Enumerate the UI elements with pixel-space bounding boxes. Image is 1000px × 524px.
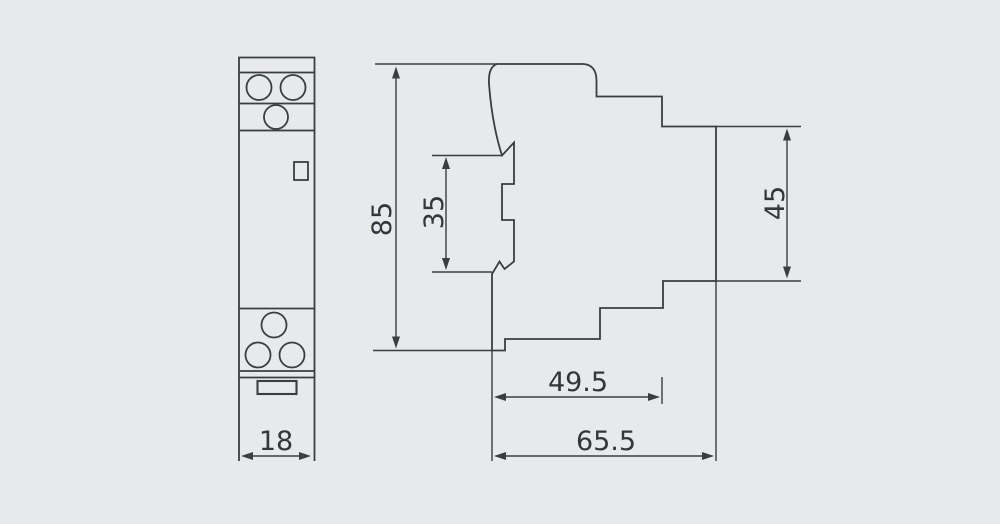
side-view-dimensions: 85 35 45 49.5 (367, 63, 801, 461)
side-recess-height-label: 35 (419, 195, 450, 229)
arrowhead-right (648, 393, 660, 401)
arrowhead-down (442, 258, 450, 270)
arrowhead-right (299, 452, 311, 460)
side-profile-outline (488, 63, 717, 352)
arrowhead-left (494, 393, 506, 401)
side-rear-height-label: 45 (760, 186, 791, 220)
side-depth-to-step-label: 49.5 (548, 367, 608, 398)
side-recess-height-dimension: 35 (419, 154, 501, 273)
side-overall-height-dimension: 85 (367, 63, 497, 352)
arrowhead-up (783, 128, 791, 141)
terminal-screw-top-center (263, 104, 289, 130)
side-depth-to-step-dimension: 49.5 (491, 350, 663, 461)
arrowhead-down (783, 266, 791, 279)
side-overall-depth-label: 65.5 (576, 426, 636, 457)
terminal-screw-bottom-right (278, 341, 306, 369)
terminal-screw-top-right (279, 74, 307, 101)
indicator-window (293, 161, 309, 181)
side-rear-height-dimension: 45 (716, 125, 801, 282)
terminal-screw-top-left (245, 74, 273, 101)
arrowhead-down (392, 336, 400, 349)
side-view (488, 63, 717, 352)
arrowhead-up (392, 66, 400, 79)
arrowhead-left (494, 452, 506, 460)
arrowhead-left (241, 452, 253, 460)
front-width-label: 18 (259, 426, 293, 457)
side-overall-depth-dimension: 65.5 (494, 281, 717, 461)
front-view-section-lines (239, 71, 315, 379)
side-overall-height-label: 85 (367, 202, 398, 236)
terminal-screw-bottom-left (244, 341, 272, 369)
din-clip-tab (256, 379, 298, 396)
front-width-dimension: 18 (241, 426, 311, 460)
front-view-outline (238, 56, 316, 461)
arrowhead-right (702, 452, 714, 460)
front-view (238, 56, 316, 461)
terminal-screw-bottom-center (260, 311, 288, 339)
arrowhead-up (442, 157, 450, 169)
